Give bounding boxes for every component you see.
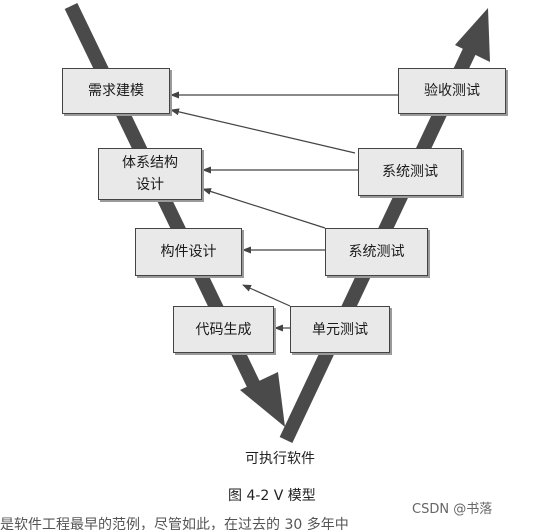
system-test-box: 系统测试 bbox=[358, 148, 462, 196]
acceptance-test-box: 验收测试 bbox=[398, 68, 506, 114]
integration-test-box: 系统测试 bbox=[325, 228, 428, 276]
architecture-design-box: 体系结构 设计 bbox=[98, 148, 202, 200]
connector-systemtest-to-requirements bbox=[170, 108, 356, 154]
descending-arrowhead bbox=[240, 372, 285, 427]
unit-test-box: 单元测试 bbox=[290, 306, 390, 353]
connector-unit-to-component bbox=[242, 284, 291, 307]
cut-off-body-text: 是软件工程最早的范例，尽管如此，在过去的 30 多年中 bbox=[0, 517, 349, 530]
connector-integration-to-architecture bbox=[202, 188, 326, 229]
code-generation-box: 代码生成 bbox=[173, 306, 274, 353]
component-design-box: 构件设计 bbox=[135, 228, 242, 276]
ascending-arrowhead bbox=[455, 8, 490, 62]
requirements-modeling-box: 需求建模 bbox=[62, 68, 170, 114]
watermark: CSDN @书落 bbox=[412, 502, 493, 517]
executable-software-label: 可执行软件 bbox=[245, 451, 315, 467]
figure-caption: 图 4-2 V 模型 bbox=[228, 488, 316, 504]
